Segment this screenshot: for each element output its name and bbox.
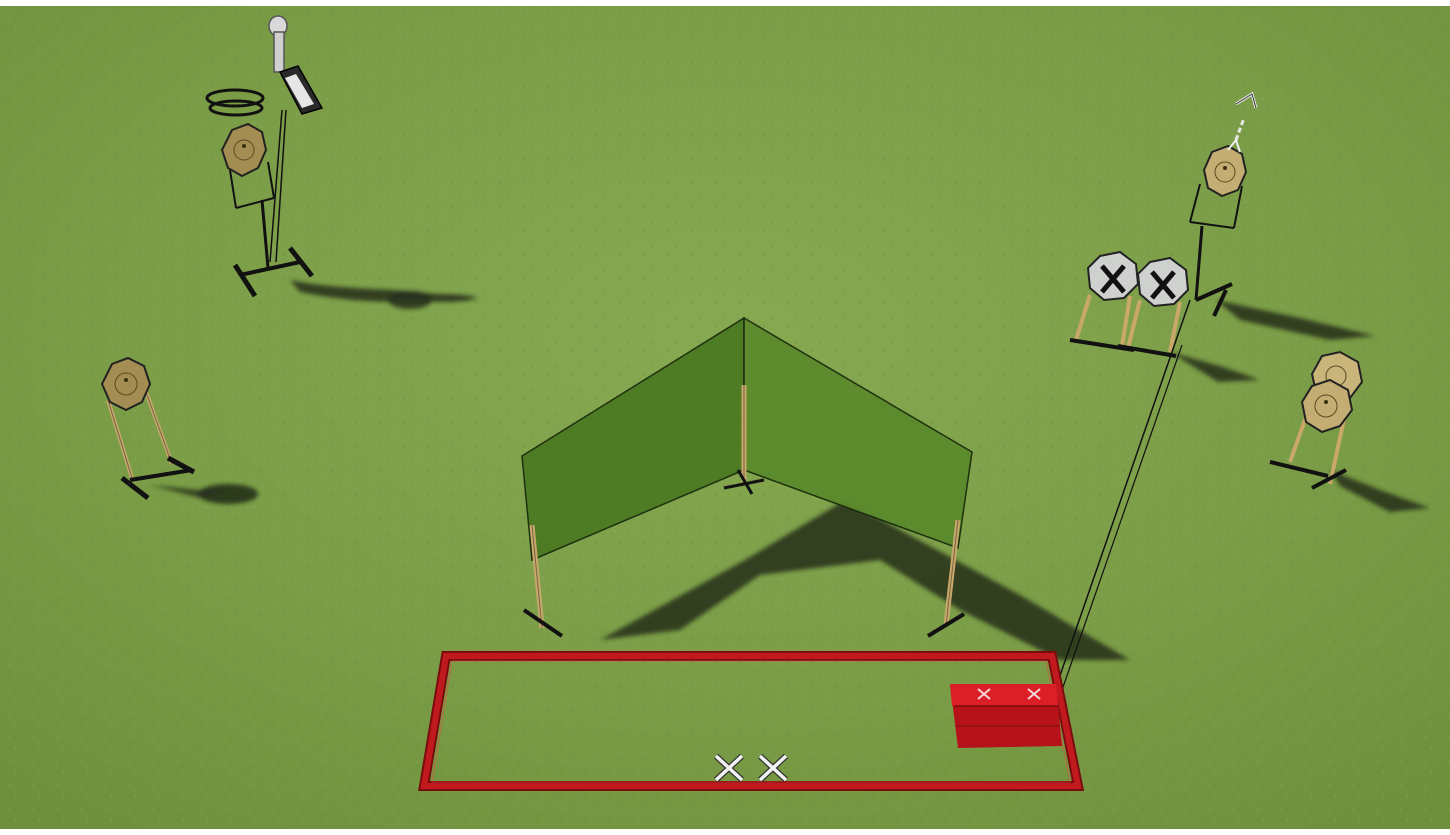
steel-plate-target-icon: [1204, 146, 1246, 196]
no-shoot-target: [1138, 258, 1188, 306]
start-position-box: [950, 684, 1062, 748]
no-shoot-target: [1088, 252, 1138, 300]
